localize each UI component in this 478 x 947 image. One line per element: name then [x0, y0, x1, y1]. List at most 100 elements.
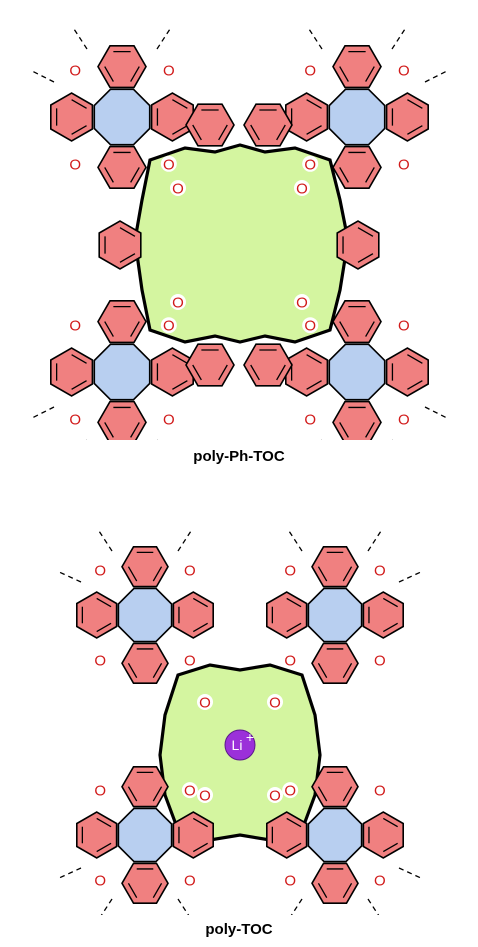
oxygen-atom-bg	[282, 782, 299, 799]
double-bond	[342, 662, 353, 678]
oxygen-atom-label: O	[184, 563, 196, 580]
polymer-continuation-bond	[398, 867, 424, 880]
unit-top-right-octagon	[328, 88, 386, 146]
double-bond	[407, 380, 423, 390]
lithium-ion-charge: +	[246, 729, 254, 745]
oxygen-atom-label: O	[304, 411, 316, 428]
double-bond	[192, 364, 202, 381]
oxygen-atom-bg	[160, 155, 177, 172]
oxygen-atom-bg	[371, 871, 388, 888]
oxygen-atom-label: O	[172, 295, 184, 312]
double-bond	[357, 227, 374, 237]
oxygen-atom-label: O	[184, 872, 196, 889]
oxygen-atom-label: O	[69, 63, 81, 80]
double-bond	[407, 99, 423, 109]
double-bond	[407, 125, 423, 135]
polymer-continuation-bond	[98, 530, 113, 552]
polymer-continuation-bond	[367, 898, 380, 915]
double-bond	[172, 380, 188, 390]
oxygen-atom-label: O	[398, 318, 410, 335]
double-bond	[192, 622, 208, 633]
oxygen-atom-bg	[181, 782, 198, 799]
oxygen-atom-bg	[267, 787, 283, 803]
double-bond	[218, 364, 228, 381]
double-bond	[96, 622, 112, 633]
double-bond	[342, 882, 353, 898]
oxygen-atom-bg	[160, 62, 177, 79]
double-bond	[365, 321, 375, 337]
oxygen-atom-label: O	[94, 783, 106, 800]
double-bond	[342, 566, 353, 582]
double-bond	[218, 124, 228, 141]
lithium-ion-label: Li	[232, 737, 243, 753]
double-bond	[104, 422, 114, 438]
polymer-continuation-bond	[56, 867, 82, 880]
unit-top-left-octagon	[117, 587, 173, 643]
double-bond	[286, 842, 302, 853]
double-bond	[276, 124, 286, 141]
double-bond	[96, 597, 112, 608]
oxygen-atom-label: O	[374, 872, 386, 889]
oxygen-atom-label: O	[199, 788, 211, 805]
oxygen-atom-label: O	[398, 411, 410, 428]
oxygen-atom-label: O	[94, 652, 106, 669]
double-bond	[250, 364, 260, 381]
double-bond	[357, 253, 374, 263]
oxygen-atom-bg	[197, 694, 213, 710]
double-bond	[365, 66, 375, 82]
oxygen-atom-bg	[170, 180, 186, 196]
oxygen-atom-bg	[395, 410, 412, 427]
double-bond	[130, 422, 140, 438]
oxygen-atom-label: O	[94, 563, 106, 580]
oxygen-atom-bg	[302, 410, 319, 427]
oxygen-atom-bg	[92, 562, 109, 579]
polymer-continuation-bond	[424, 70, 448, 83]
double-bond	[365, 167, 375, 183]
double-bond	[382, 597, 398, 608]
oxygen-atom-label: O	[163, 63, 175, 80]
double-bond	[127, 882, 138, 898]
double-bond	[172, 99, 188, 109]
double-bond	[192, 817, 208, 828]
double-bond	[317, 786, 328, 802]
oxygen-atom-label: O	[304, 63, 316, 80]
oxygen-atom-bg	[282, 871, 299, 888]
oxygen-atom-label: O	[304, 156, 316, 173]
oxygen-atom-label: O	[304, 318, 316, 335]
caption-poly-ph-toc: poly-Ph-TOC	[193, 448, 285, 465]
oxygen-atom-label: O	[184, 652, 196, 669]
polymer-continuation-bond	[398, 570, 424, 583]
oxygen-atom-bg	[371, 651, 388, 668]
unit-bottom-right-octagon	[307, 807, 363, 863]
oxygen-atom-bg	[181, 651, 198, 668]
oxygen-atom-bg	[302, 317, 319, 334]
double-bond	[276, 364, 286, 381]
double-bond	[192, 842, 208, 853]
double-bond	[192, 124, 202, 141]
oxygen-atom-bg	[267, 694, 283, 710]
oxygen-atom-bg	[160, 317, 177, 334]
oxygen-atom-bg	[282, 562, 299, 579]
polymer-continuation-bond	[288, 530, 303, 552]
polymer-continuation-bond	[31, 70, 55, 83]
oxygen-atom-bg	[294, 180, 310, 196]
polymer-continuation-bond	[56, 570, 82, 583]
double-bond	[127, 662, 138, 678]
double-bond	[306, 125, 322, 135]
oxygen-atom-bg	[371, 782, 388, 799]
oxygen-atom-label: O	[296, 295, 308, 312]
oxygen-atom-label: O	[69, 156, 81, 173]
double-bond	[382, 817, 398, 828]
double-bond	[152, 882, 163, 898]
oxygen-atom-label: O	[69, 318, 81, 335]
polymer-continuation-bond	[290, 898, 303, 915]
caption-poly-toc: poly-TOC	[205, 921, 273, 938]
oxygen-atom-label: O	[163, 411, 175, 428]
oxygen-atom-bg	[302, 62, 319, 79]
double-bond	[317, 662, 328, 678]
unit-bottom-left-octagon	[117, 807, 173, 863]
oxygen-atom-label: O	[94, 872, 106, 889]
polymer-continuation-bond	[31, 406, 55, 419]
